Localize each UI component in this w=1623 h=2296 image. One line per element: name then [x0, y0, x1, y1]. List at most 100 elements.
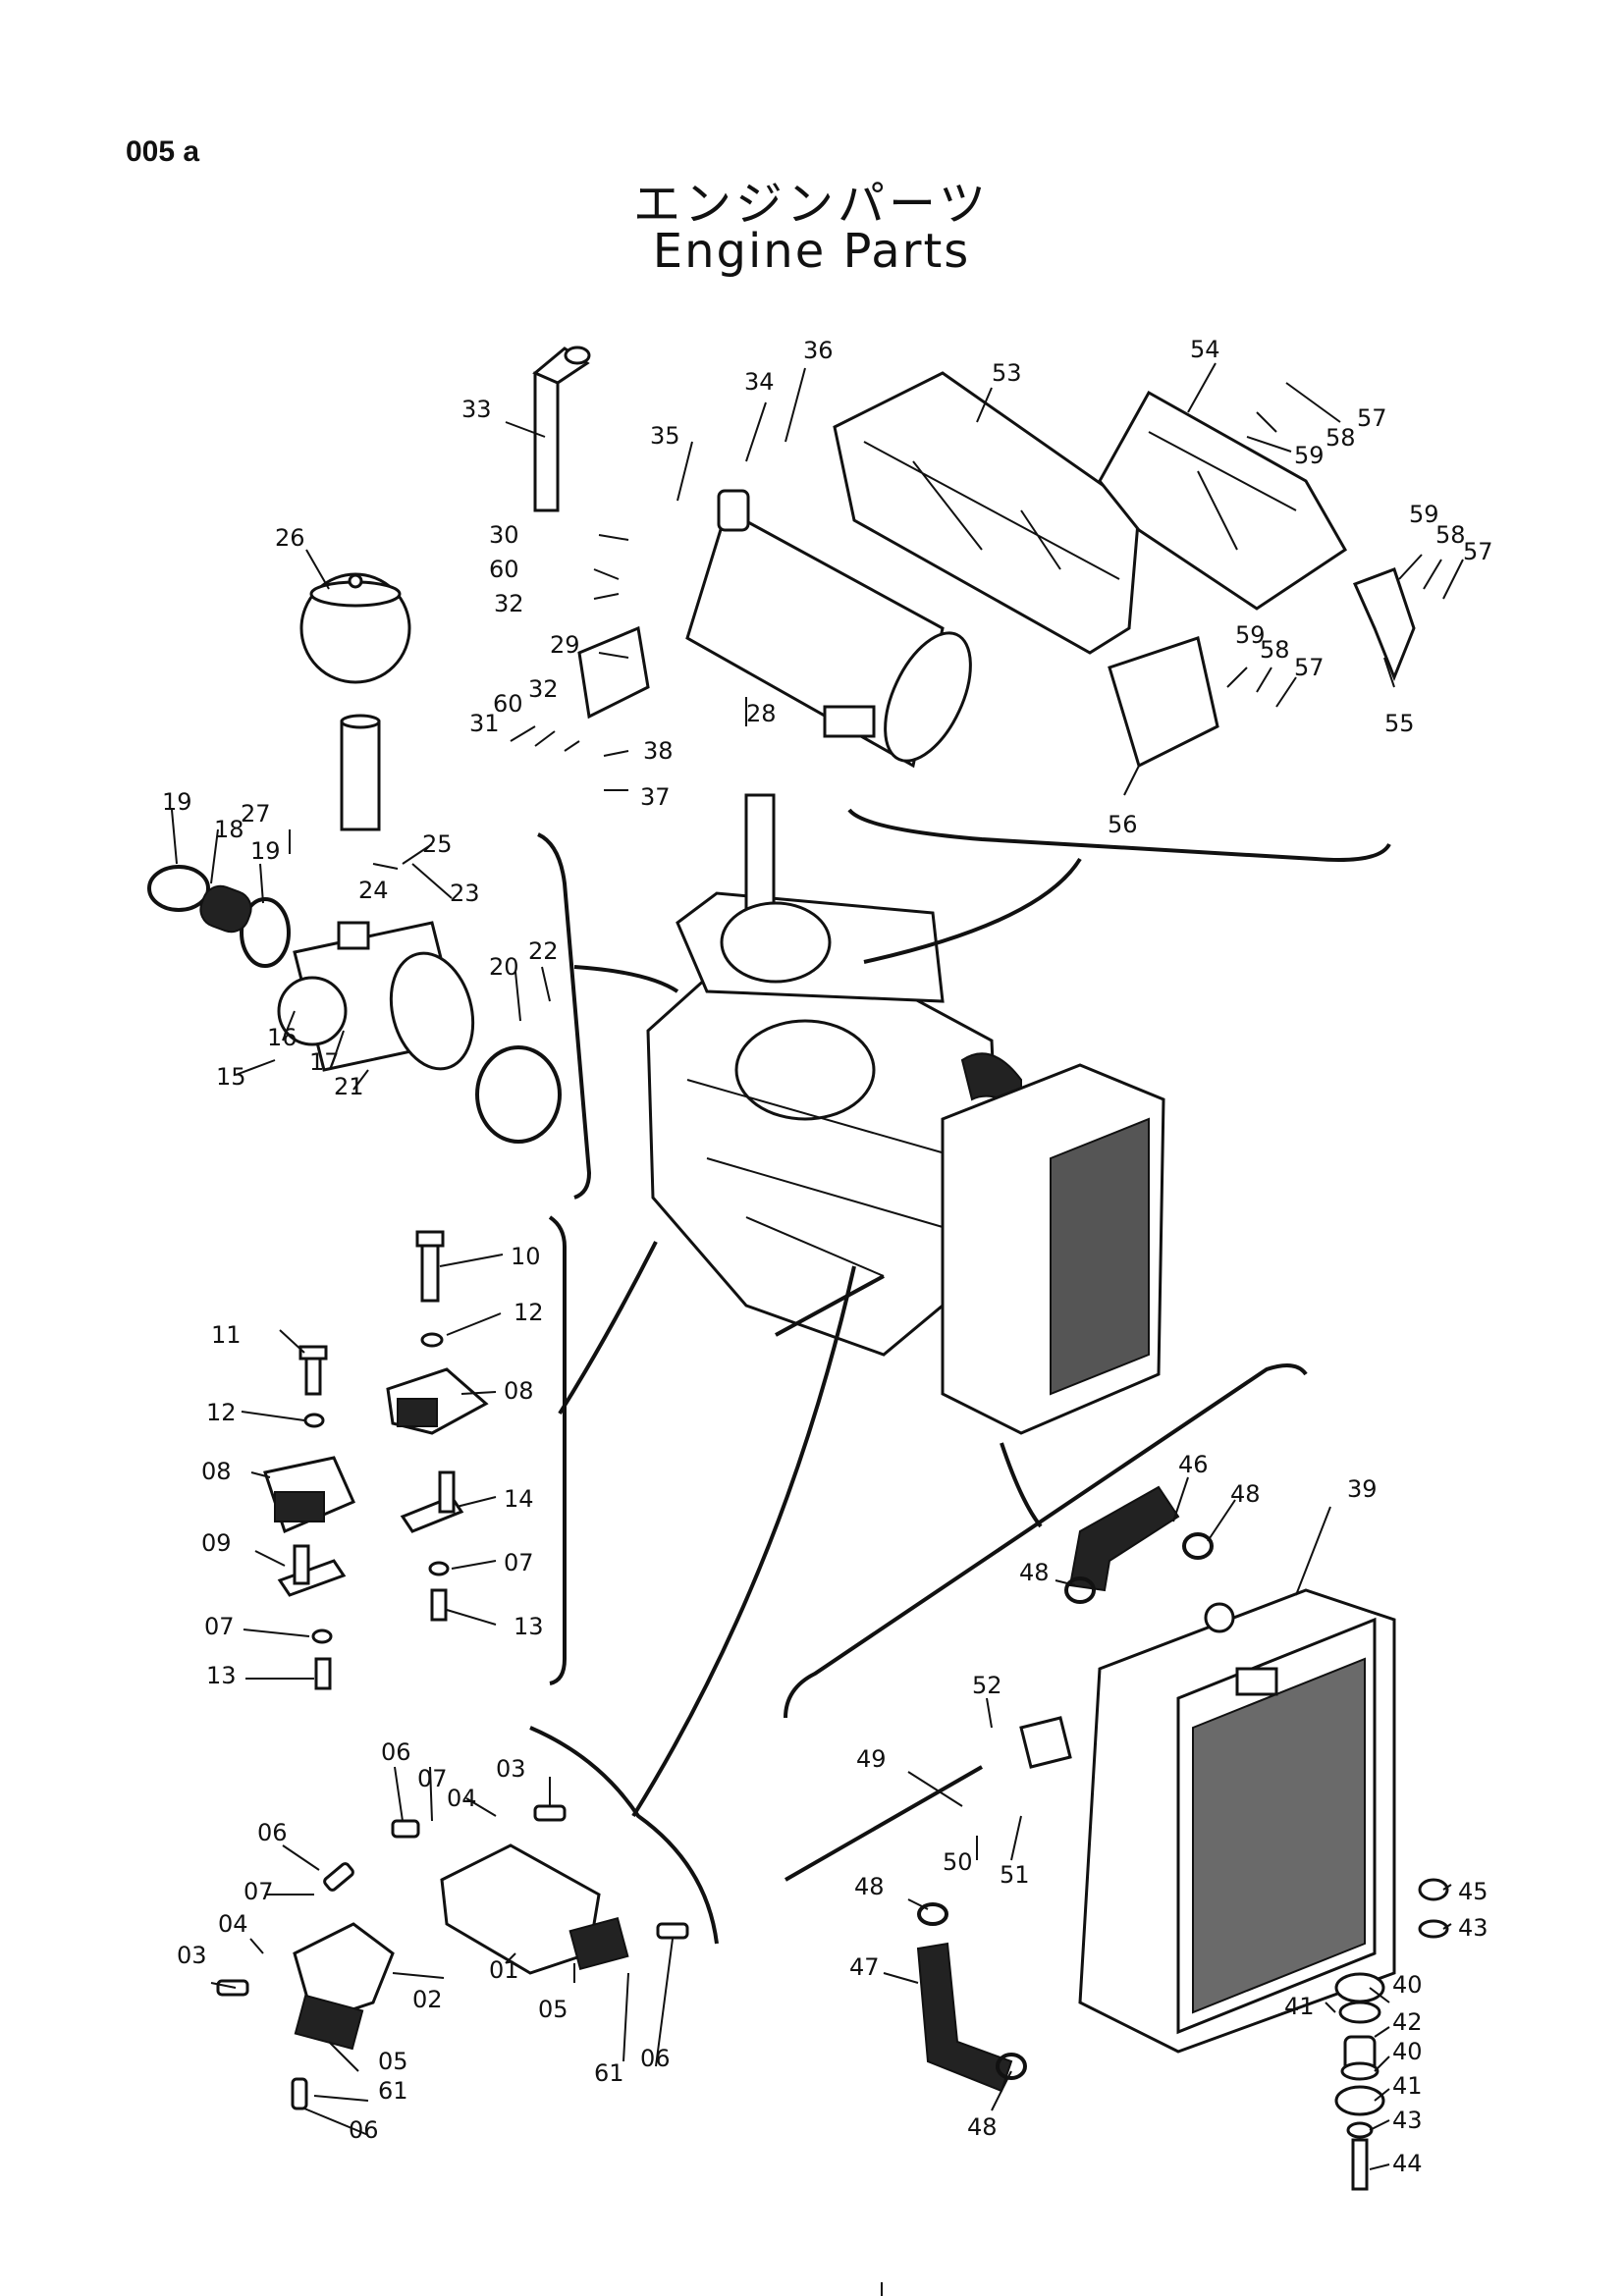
- part-label: 44: [1392, 2150, 1423, 2177]
- part-label: 33: [461, 396, 492, 423]
- leader-lines: [171, 362, 1464, 2170]
- radiator-mount-stack: [1334, 1878, 1449, 2191]
- callout-bracket-radiator: [784, 1363, 1308, 1719]
- muffler-cover-front: [833, 371, 1141, 655]
- part-label: 04: [218, 1910, 248, 1938]
- intake-hose: [199, 884, 252, 934]
- part-label: 05: [378, 2048, 408, 2075]
- radiator: [1078, 1588, 1396, 2054]
- part-label: 28: [746, 700, 777, 727]
- part-label: 10: [511, 1243, 541, 1270]
- part-label: 06: [257, 1819, 288, 1846]
- part-label: 59: [1409, 501, 1439, 528]
- part-label: 39: [1347, 1475, 1378, 1503]
- part-label: 61: [594, 2059, 624, 2087]
- part-label: 40: [1392, 2038, 1423, 2065]
- part-label: 07: [204, 1613, 235, 1640]
- engine-link-aircleaner: [573, 965, 679, 993]
- part-label: 03: [177, 1942, 207, 1969]
- part-label: 48: [854, 1873, 885, 1900]
- part-label: 06: [349, 2116, 379, 2144]
- part-label: 48: [1019, 1559, 1050, 1586]
- part-label: 25: [422, 830, 453, 858]
- part-label: 57: [1463, 538, 1493, 565]
- part-label: 02: [412, 1986, 443, 2013]
- mount-washers: [303, 1332, 450, 1690]
- engine-radiator: [941, 1063, 1165, 1435]
- part-label: 08: [504, 1377, 534, 1405]
- part-label: 15: [216, 1063, 246, 1091]
- part-label: 60: [489, 556, 519, 583]
- part-label: 06: [381, 1738, 411, 1766]
- part-label: 12: [206, 1399, 237, 1426]
- mount-bracket-09: [277, 1544, 347, 1597]
- part-label: 18: [214, 816, 244, 843]
- part-label: 29: [550, 631, 580, 659]
- part-label: 49: [856, 1745, 887, 1773]
- part-label: 07: [417, 1765, 448, 1792]
- part-label: 41: [1284, 1993, 1315, 2020]
- part-label: 52: [972, 1672, 1002, 1699]
- part-label: 12: [514, 1299, 544, 1326]
- mount-rubber-08b: [386, 1367, 489, 1435]
- part-label: 24: [358, 877, 389, 904]
- part-label: 11: [211, 1321, 242, 1349]
- part-label: 35: [650, 422, 680, 450]
- part-label: 19: [250, 837, 281, 865]
- part-label: 04: [447, 1785, 477, 1812]
- part-label: 32: [528, 675, 559, 703]
- exhaust-pipe: [532, 346, 591, 512]
- part-label: 31: [469, 710, 500, 737]
- part-label: 56: [1108, 811, 1138, 838]
- intake-pipe: [340, 714, 381, 831]
- callout-bracket-front-mounts: [529, 1726, 719, 1945]
- mount-bolt-11: [298, 1345, 328, 1396]
- page-code: 005 a: [126, 135, 200, 168]
- part-label: 09: [201, 1529, 232, 1557]
- part-label: 59: [1294, 442, 1325, 469]
- cover-small-bracket: [1352, 567, 1416, 682]
- callout-bracket-cover: [847, 808, 1391, 862]
- title-english: Engine Parts: [652, 224, 971, 279]
- precleaner-cap: [299, 572, 411, 684]
- part-label: 51: [1000, 1861, 1030, 1889]
- part-label: 30: [489, 521, 519, 549]
- title-japanese: エンジンパーツ: [632, 177, 991, 232]
- front-mount-bolts: [216, 1804, 689, 2110]
- part-label: 60: [493, 690, 523, 718]
- hose-clamps: [147, 865, 562, 1144]
- mount-bolt-10: [415, 1230, 445, 1303]
- part-label: 13: [206, 1662, 237, 1689]
- callout-bracket-aircleaner: [537, 832, 592, 1200]
- part-label: 38: [643, 737, 674, 765]
- muffler-bracket: [577, 625, 650, 720]
- part-label: 57: [1357, 404, 1387, 432]
- part-label: 58: [1325, 424, 1356, 452]
- part-label: 17: [309, 1048, 340, 1076]
- air-cleaner: [277, 921, 475, 1072]
- callout-bracket-mounts: [548, 1215, 567, 1685]
- muffler-cover-rear: [1098, 390, 1347, 611]
- muffler: [685, 489, 972, 769]
- part-label: 21: [334, 1073, 364, 1100]
- part-label: 43: [1458, 1914, 1488, 1942]
- part-label: 45: [1458, 1878, 1488, 1905]
- part-label: 20: [489, 953, 519, 981]
- engine-link-radiator: [1000, 1442, 1043, 1528]
- mount-bracket-14: [400, 1470, 464, 1533]
- front-mount-rubbers: [294, 1916, 629, 2051]
- part-label: 22: [528, 937, 559, 965]
- part-label: 58: [1260, 636, 1290, 664]
- part-label: 19: [162, 788, 192, 816]
- hose-clamps-radiator: [917, 1532, 1214, 2080]
- part-label: 55: [1384, 710, 1415, 737]
- part-label: 48: [967, 2113, 998, 2141]
- part-label: 58: [1435, 521, 1466, 549]
- mount-rubber-08a: [263, 1456, 355, 1534]
- part-label: 13: [514, 1613, 544, 1640]
- part-label: 57: [1294, 654, 1325, 681]
- part-label: 14: [504, 1485, 534, 1513]
- part-label: 05: [538, 1996, 568, 2023]
- part-label: 61: [378, 2077, 408, 2105]
